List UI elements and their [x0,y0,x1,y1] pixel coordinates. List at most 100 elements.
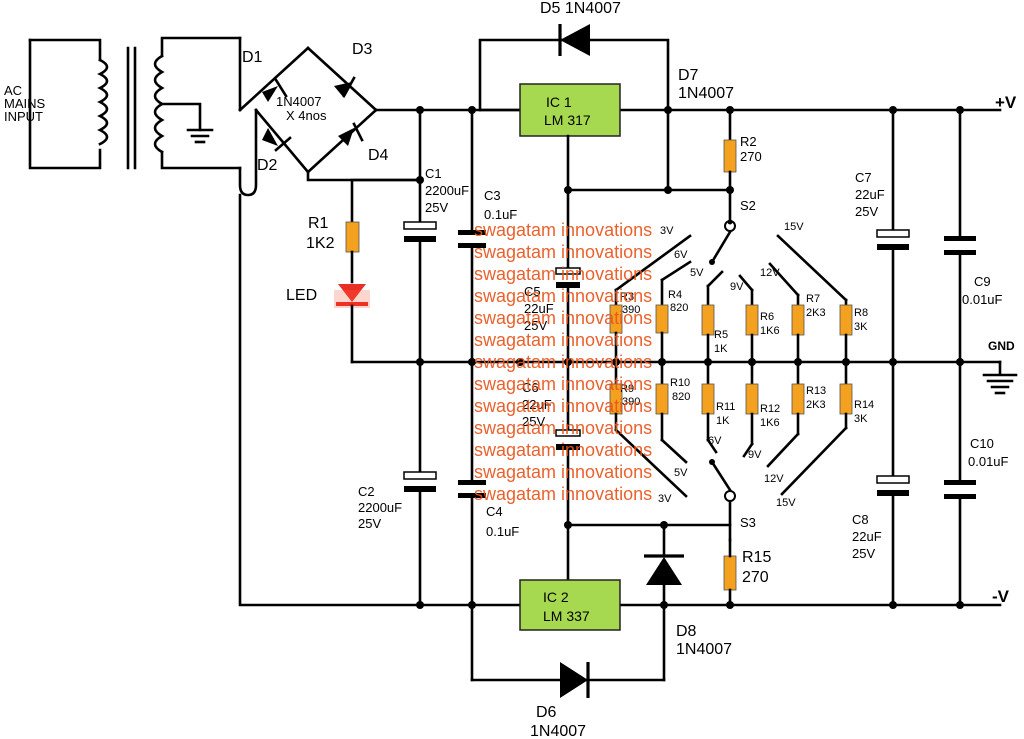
cap-c3-a [458,230,486,235]
d7-label-2: 1N4007 [678,85,734,102]
c4-value: 0.1uF [486,524,519,539]
d2-label: D2 [257,157,278,174]
r8-value: 3K [854,321,868,333]
cap-c2-minus [404,486,436,492]
d4-label: D4 [368,147,389,164]
resistor-r11 [701,383,715,415]
c2-value: 2200uF [358,500,402,515]
r11-value: 1K [716,415,730,427]
c1-name: C1 [425,166,442,181]
switch-s3-pivot[interactable] [724,490,736,502]
r2-value: 270 [740,149,762,164]
cap-c4-a [458,480,486,485]
resistor-r1 [345,221,360,253]
r6-value: 1K6 [760,325,780,337]
plus-v-label: +V [995,93,1017,112]
c7-name: C7 [855,170,872,185]
bridge-rectifier [238,36,522,197]
r15-name: R15 [742,549,771,566]
tap-bot-5v: 5V [674,467,688,479]
tap-bot-12v: 12V [764,473,784,485]
cap-c9-a [944,236,976,241]
tap-top-3v: 3V [660,225,674,237]
cap-c8-minus [877,490,909,496]
ic2-name: IC 2 [543,589,569,605]
resistor-r12 [745,383,759,415]
tap-top-9v: 9V [730,281,744,293]
r14-value: 3K [854,413,868,425]
watermark-line: swagatam innovations [474,220,652,240]
tap-bot-15v: 15V [776,497,796,509]
c6-value: 22uF [522,397,552,412]
led-label: LED [286,287,317,304]
r13-name: R13 [806,385,826,397]
watermark-line: swagatam innovations [474,330,652,350]
resistor-r2 [723,139,737,173]
resistor-r8 [839,304,853,336]
ic2-lm337: IC 2 LM 337 [519,579,621,631]
d8-label-1: D8 [676,623,697,640]
ic1-part: LM 317 [544,112,591,128]
watermark: swagatam innovations swagatam innovation… [474,220,652,504]
r7-value: 2K3 [806,307,826,319]
r5-name: R5 [714,329,728,341]
c6-name: C6 [522,380,539,395]
led-icon [334,284,370,308]
c3-value: 0.1uF [484,207,517,222]
ic1-lm317: IC 1 LM 317 [519,83,621,137]
cap-c6-minus [556,444,580,450]
c9-value: 0.01uF [962,292,1003,307]
r11-name: R11 [716,401,735,413]
ac-input-label-3: INPUT [4,109,43,124]
ground-icon [982,360,1018,395]
c6-rating: 25V [522,414,545,429]
watermark-line: swagatam innovations [474,286,652,306]
r3-value: 390 [622,304,640,316]
diode-d1-icon [262,86,278,102]
diode-d3-icon [334,82,352,98]
r3-name: R3 [620,291,634,303]
c7-rating: 25V [855,204,878,219]
r13-value: 2K3 [806,399,826,411]
minus-v-label: -V [992,587,1010,606]
resistor-r14 [839,383,853,415]
c10-value: 0.01uF [968,454,1009,469]
watermark-line: swagatam innovations [474,352,652,372]
c8-rating: 25V [852,546,875,561]
r4-name: R4 [668,289,682,301]
c1-value: 2200uF [425,183,469,198]
cap-c3-b [458,243,486,248]
r1-value: 1K2 [306,235,335,252]
r10-value: 820 [672,391,690,403]
r9-name: R9 [620,383,634,395]
chassis-ground-icon [186,128,214,144]
cap-c9-b [944,250,976,255]
resistor-r6 [745,304,759,336]
cap-c10-b [944,494,976,499]
watermark-line: swagatam innovations [474,264,652,284]
diode-d6-icon [560,662,590,698]
r12-value: 1K6 [760,417,780,429]
cap-c10-a [944,480,976,485]
d8-label-2: 1N4007 [676,641,732,658]
r6-name: R6 [760,311,774,323]
r8-name: R8 [854,307,868,319]
d6-label-2: 1N4007 [530,723,586,739]
d7-label-1: D7 [678,67,699,84]
lower-ladder [609,360,853,498]
c1-rating: 25V [425,200,448,215]
resistor-r13 [791,383,805,415]
ic1-name: IC 1 [546,94,572,110]
r7-name: R7 [806,293,820,305]
d1-label: D1 [242,49,263,66]
watermark-line: swagatam innovations [474,308,652,328]
watermark-line: swagatam innovations [474,440,652,460]
bridge-part-label: 1N4007 [276,94,322,109]
resistor-r15 [723,555,737,591]
c2-rating: 25V [358,516,381,531]
tap-bot-6v: 6V [708,435,722,447]
watermark-line: swagatam innovations [474,374,652,394]
tap-bot-9v: 9V [748,449,762,461]
c9-name: C9 [974,274,991,289]
